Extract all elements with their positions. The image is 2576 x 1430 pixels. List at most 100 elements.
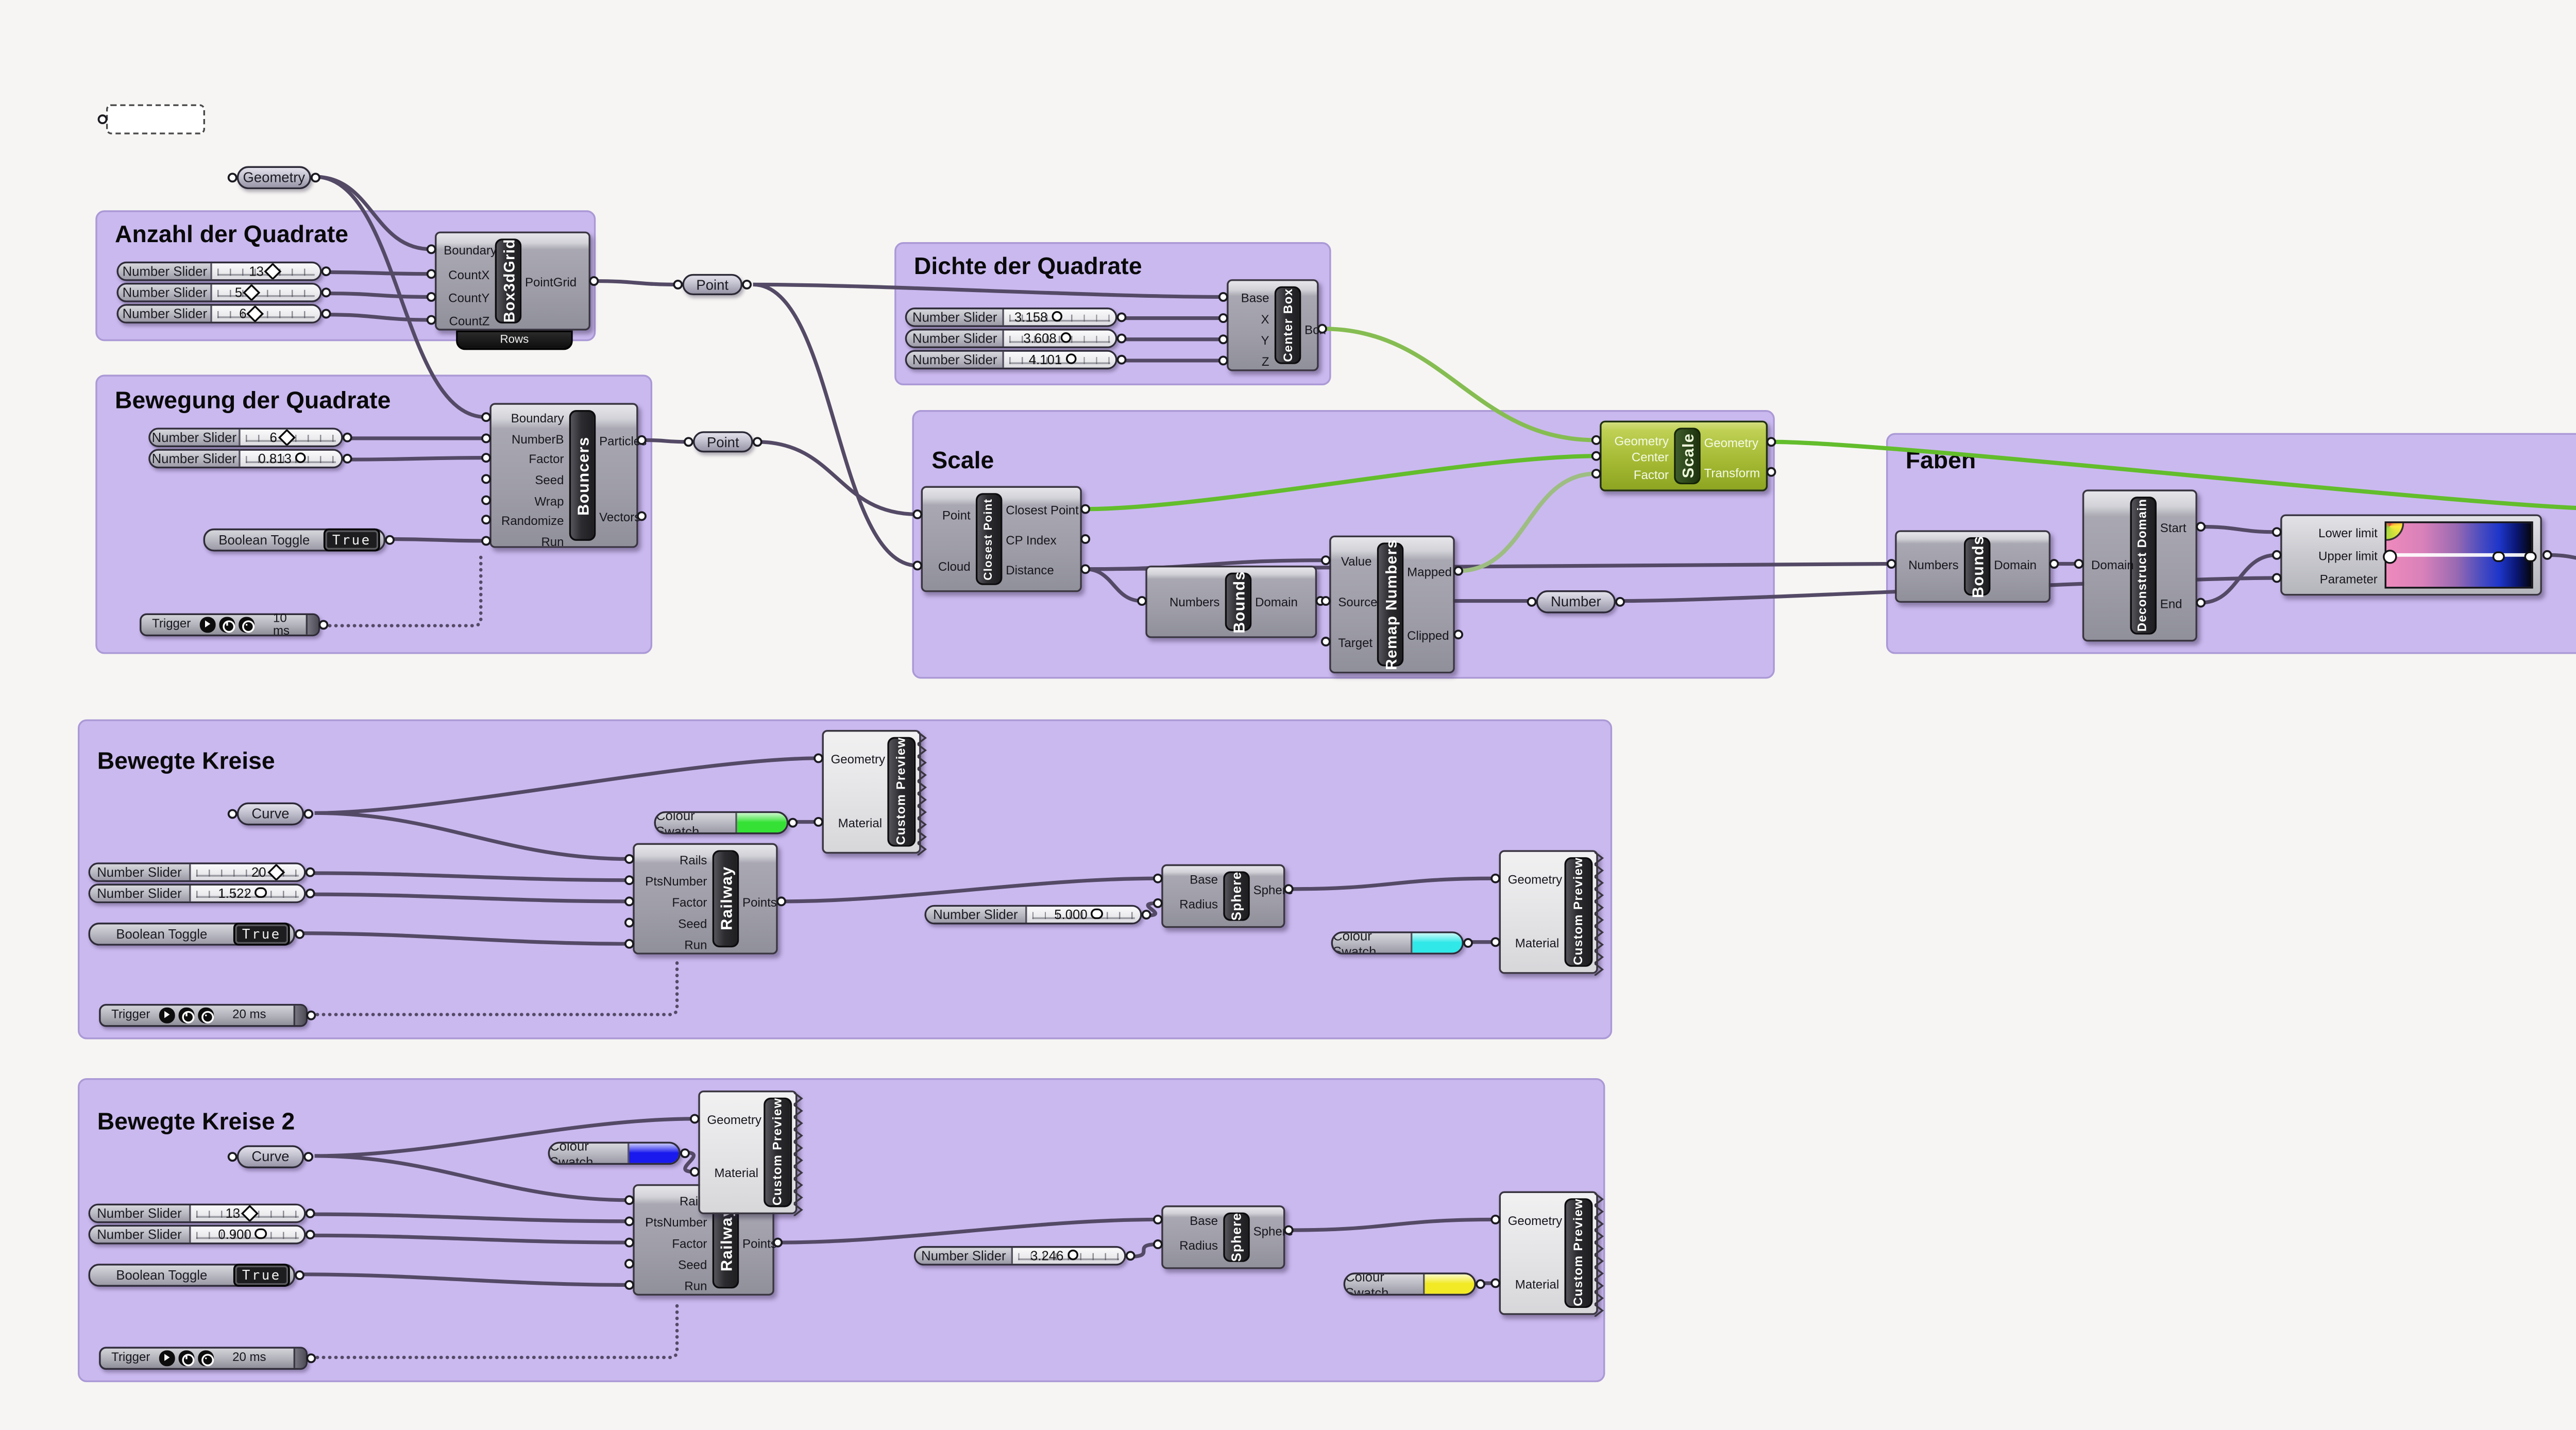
port[interactable] [1080,534,1091,544]
port[interactable] [788,818,798,828]
port[interactable] [481,474,491,484]
gradient-node[interactable] [2524,551,2537,563]
port[interactable] [303,809,314,819]
trigger-grip[interactable] [293,1006,306,1026]
colour-swatch-blue[interactable]: Colour Swatch [548,1142,681,1165]
slider-track[interactable]: 20 [190,864,304,880]
port[interactable] [624,854,634,864]
port[interactable] [1218,334,1228,345]
colour-swatch-cyan[interactable]: Colour Swatch [1331,931,1464,955]
port[interactable] [342,453,352,464]
port[interactable] [2272,527,2282,537]
port[interactable] [1218,355,1228,366]
port[interactable] [295,929,305,939]
slider-knob[interactable] [267,864,284,880]
wire[interactable] [314,1154,630,1202]
port[interactable] [624,1195,634,1205]
wire[interactable] [641,438,690,444]
toggle-value[interactable]: True [233,923,290,946]
port[interactable] [426,315,436,325]
wire[interactable] [309,1212,630,1223]
port[interactable] [624,1280,634,1290]
port[interactable] [1591,435,1601,445]
port[interactable] [342,432,352,442]
play-icon[interactable] [199,617,215,633]
clock-icon[interactable] [178,1351,195,1367]
trigger-wire[interactable] [309,960,679,1016]
port[interactable] [624,1237,634,1248]
param-point-grid[interactable]: Point [682,274,743,295]
port[interactable] [637,435,647,445]
wire[interactable] [1085,567,1142,603]
port[interactable] [305,888,315,898]
param-point-particles[interactable]: Point [692,431,753,453]
port[interactable] [624,939,634,949]
port[interactable] [97,114,108,125]
port[interactable] [481,433,491,444]
wire[interactable] [2200,553,2277,605]
empty-panel[interactable] [106,104,206,134]
port[interactable] [2196,522,2206,532]
port[interactable] [1766,467,1776,477]
wire[interactable] [314,1117,695,1158]
port[interactable] [1453,566,1464,576]
port[interactable] [1153,873,1163,883]
port[interactable] [2272,550,2282,560]
slider-track[interactable]: 4.101 [1004,351,1116,368]
port[interactable] [814,753,824,763]
port[interactable] [776,896,786,907]
slider-track[interactable]: 3.158 [1004,309,1116,326]
slider-knob[interactable] [241,1205,258,1221]
port[interactable] [2196,598,2206,608]
port[interactable] [637,511,647,521]
swatch-color[interactable] [1413,933,1462,953]
param-curve-2[interactable]: Curve [236,1145,304,1168]
swatch-color[interactable] [630,1143,679,1163]
port[interactable] [321,266,331,277]
play-icon[interactable] [159,1351,175,1366]
port[interactable] [481,515,491,525]
port[interactable] [321,309,331,319]
port[interactable] [227,173,238,183]
wire[interactable] [683,1150,696,1174]
port[interactable] [227,1152,238,1162]
toggle-value[interactable]: True [233,1264,290,1287]
slider-track[interactable]: 5 [213,284,320,301]
port[interactable] [1080,504,1091,514]
port[interactable] [321,287,331,298]
wire[interactable] [781,876,1158,904]
record-icon[interactable] [198,1008,214,1024]
port[interactable] [683,437,693,447]
wire[interactable] [325,270,432,276]
wire[interactable] [1145,901,1158,917]
port[interactable] [227,809,238,819]
swatch-color[interactable] [1425,1274,1475,1294]
port[interactable] [773,1237,783,1248]
wire[interactable] [2200,524,2277,534]
port[interactable] [385,535,395,545]
wire[interactable] [1458,471,1597,573]
port[interactable] [481,495,491,505]
gradient-bar[interactable] [2383,521,2537,589]
wire[interactable] [309,871,630,882]
colour-swatch-green[interactable]: Colour Swatch [654,811,789,835]
wire[interactable] [777,1217,1158,1245]
slider-knob[interactable] [255,1228,266,1239]
port[interactable] [426,269,436,279]
port[interactable] [1490,937,1501,947]
